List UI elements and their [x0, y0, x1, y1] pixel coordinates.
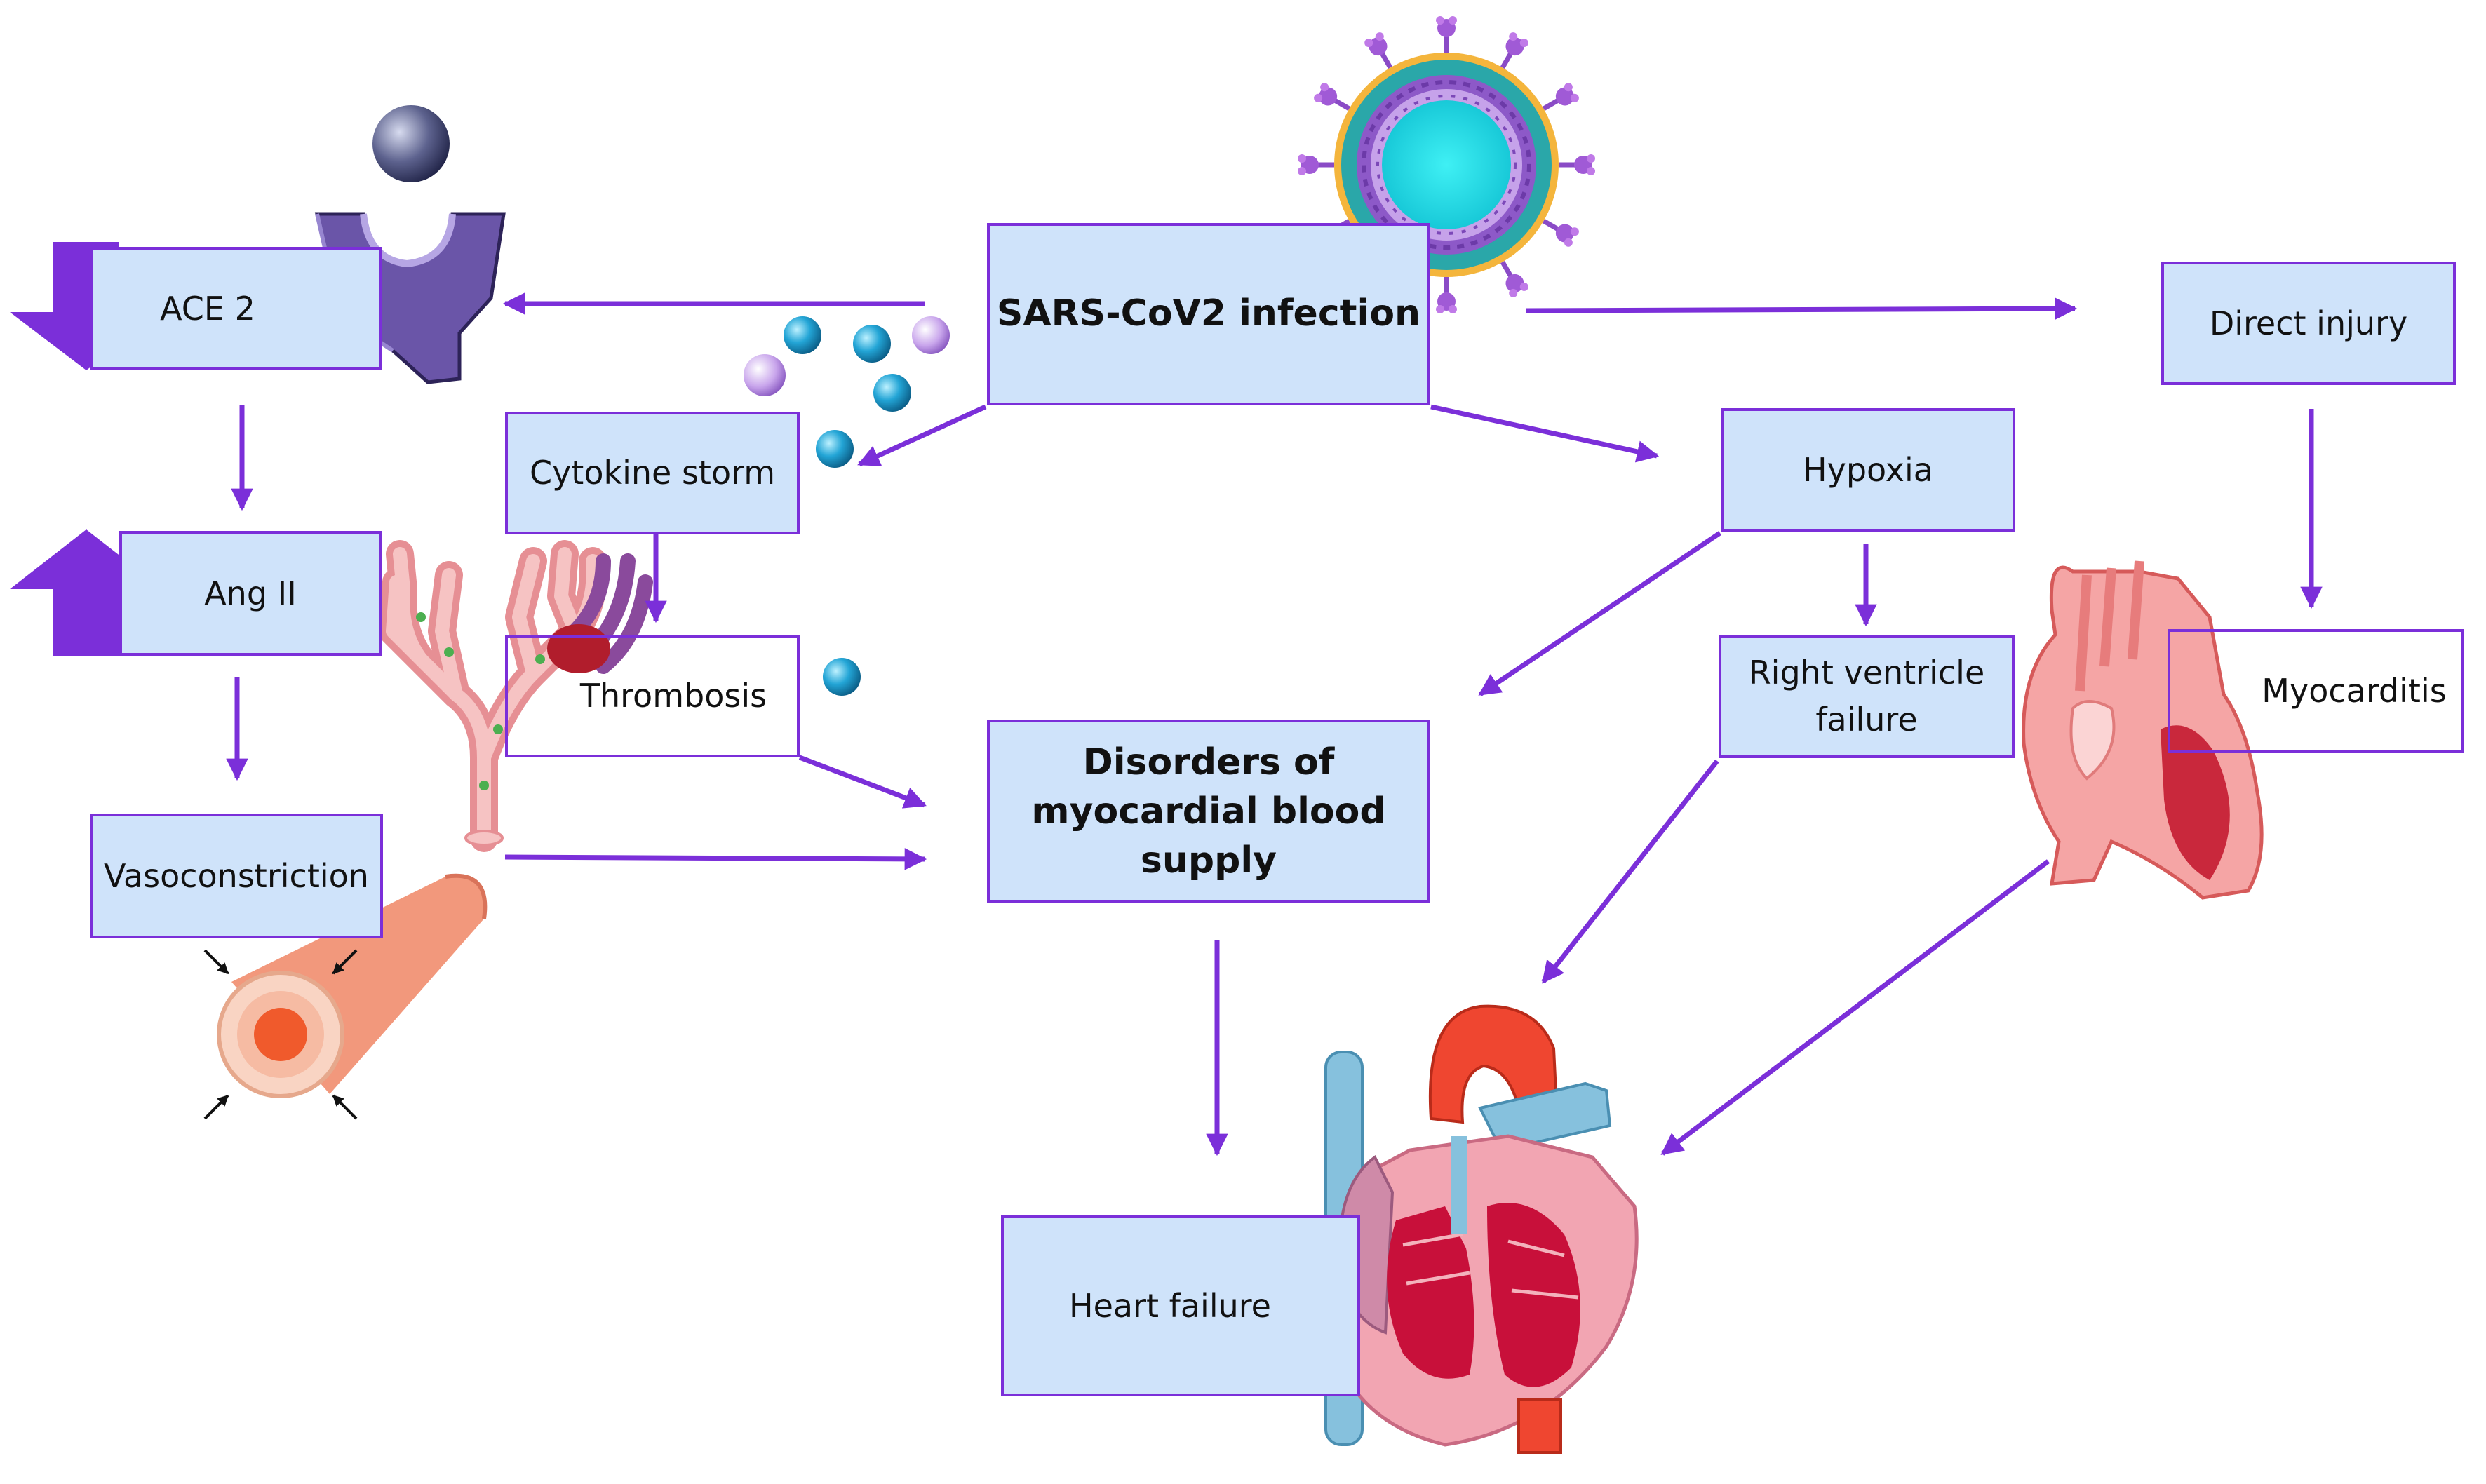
- node-label-line: Right ventricle: [1748, 654, 1985, 692]
- arrow-sars-to-hypoxia: [1430, 404, 1660, 463]
- node-label: SARS-CoV2 infection: [996, 292, 1421, 335]
- node-label: Ang II: [204, 574, 297, 612]
- node-heart-failure: Heart failure: [1001, 1215, 1360, 1396]
- node-label: Heart failure: [1069, 1286, 1271, 1325]
- node-disorders-myocardial-blood-supply: Disorders of myocardial blood supply: [987, 720, 1430, 903]
- arrow-thrombosis-to-disorders: [798, 755, 927, 809]
- arrow-sars-to-direct: [1525, 297, 2078, 320]
- node-label: Thrombosis: [579, 677, 767, 715]
- node-label: Cytokine storm: [529, 454, 776, 492]
- node-sars-cov2-infection: SARS-CoV2 infection: [987, 223, 1430, 405]
- node-cytokine-storm: Cytokine storm: [505, 412, 800, 534]
- node-myocarditis: Myocarditis: [2168, 629, 2464, 753]
- arrow-hypoxia-to-disorders: [1478, 531, 1721, 696]
- node-label: Direct injury: [2209, 304, 2408, 342]
- node-thrombosis: Thrombosis: [505, 635, 800, 757]
- connector-arrows: [226, 292, 2323, 1156]
- node-right-ventricle-failure: Right ventricle failure: [1719, 635, 2015, 758]
- node-label-line: Disorders of: [1082, 741, 1335, 783]
- node-label: Myocarditis: [2262, 671, 2447, 710]
- heart-icon: [1324, 1004, 1639, 1454]
- node-vasoconstriction: Vasoconstriction: [90, 814, 383, 938]
- heart-icon: [2022, 560, 2264, 900]
- node-label-line: supply: [1140, 839, 1277, 882]
- node-label: Hypoxia: [1803, 450, 1933, 489]
- arrow-sars-to-cytokine: [857, 404, 987, 467]
- node-label-line: failure: [1815, 701, 1918, 738]
- blood-vessel-icon: [203, 873, 488, 1120]
- virus-icon: [1298, 16, 1595, 313]
- node-direct-injury: Direct injury: [2161, 262, 2456, 385]
- node-label-line: myocardial blood: [1031, 790, 1386, 832]
- node-ace2: ACE 2: [90, 247, 382, 370]
- node-ang-ii: Ang II: [119, 531, 382, 656]
- node-label: ACE 2: [160, 289, 255, 328]
- arrow-myocarditis-to-heartfailure: [1660, 859, 2050, 1156]
- node-label: Vasoconstriction: [104, 856, 369, 895]
- arrow-vaso-to-disorders: [504, 848, 927, 870]
- node-hypoxia: Hypoxia: [1721, 408, 2015, 532]
- arrow-rvf-to-heartfailure: [1541, 759, 1719, 984]
